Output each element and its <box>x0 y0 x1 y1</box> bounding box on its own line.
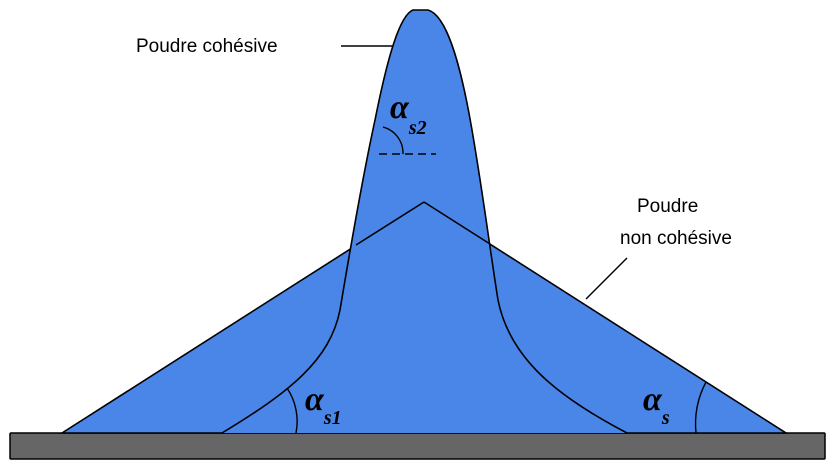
alpha-s1-label: αs1 <box>305 381 342 429</box>
triangle-edge-left-inner <box>355 201 425 246</box>
ground-plate <box>9 432 826 460</box>
alpha-s-subscript: s <box>661 407 670 429</box>
alpha-s2-label: αs2 <box>390 89 427 139</box>
alpha-s-symbol: α <box>643 381 663 418</box>
alpha-s1-symbol: α <box>305 381 325 418</box>
alpha-s2-subscript: s2 <box>408 117 427 139</box>
alpha-s1-angle-arc <box>286 387 298 434</box>
cohesive-heap <box>222 10 627 433</box>
triangle-edge-right-inner <box>423 201 491 245</box>
alpha-s-label: αs <box>643 381 670 429</box>
alpha-s2-angle-arc <box>382 126 404 155</box>
alpha-s2-symbol: α <box>390 89 410 126</box>
non-cohesive-powder-label-line2: non cohésive <box>620 228 732 249</box>
alpha-s1-subscript: s1 <box>323 407 342 429</box>
cohesive-heap-outline <box>221 9 628 434</box>
non-cohesive-leader-line <box>585 257 628 300</box>
cohesive-powder-label: Poudre cohésive <box>136 36 278 57</box>
non-cohesive-powder-label-line1: Poudre <box>637 196 698 217</box>
alpha-s-angle-arc <box>694 381 707 434</box>
